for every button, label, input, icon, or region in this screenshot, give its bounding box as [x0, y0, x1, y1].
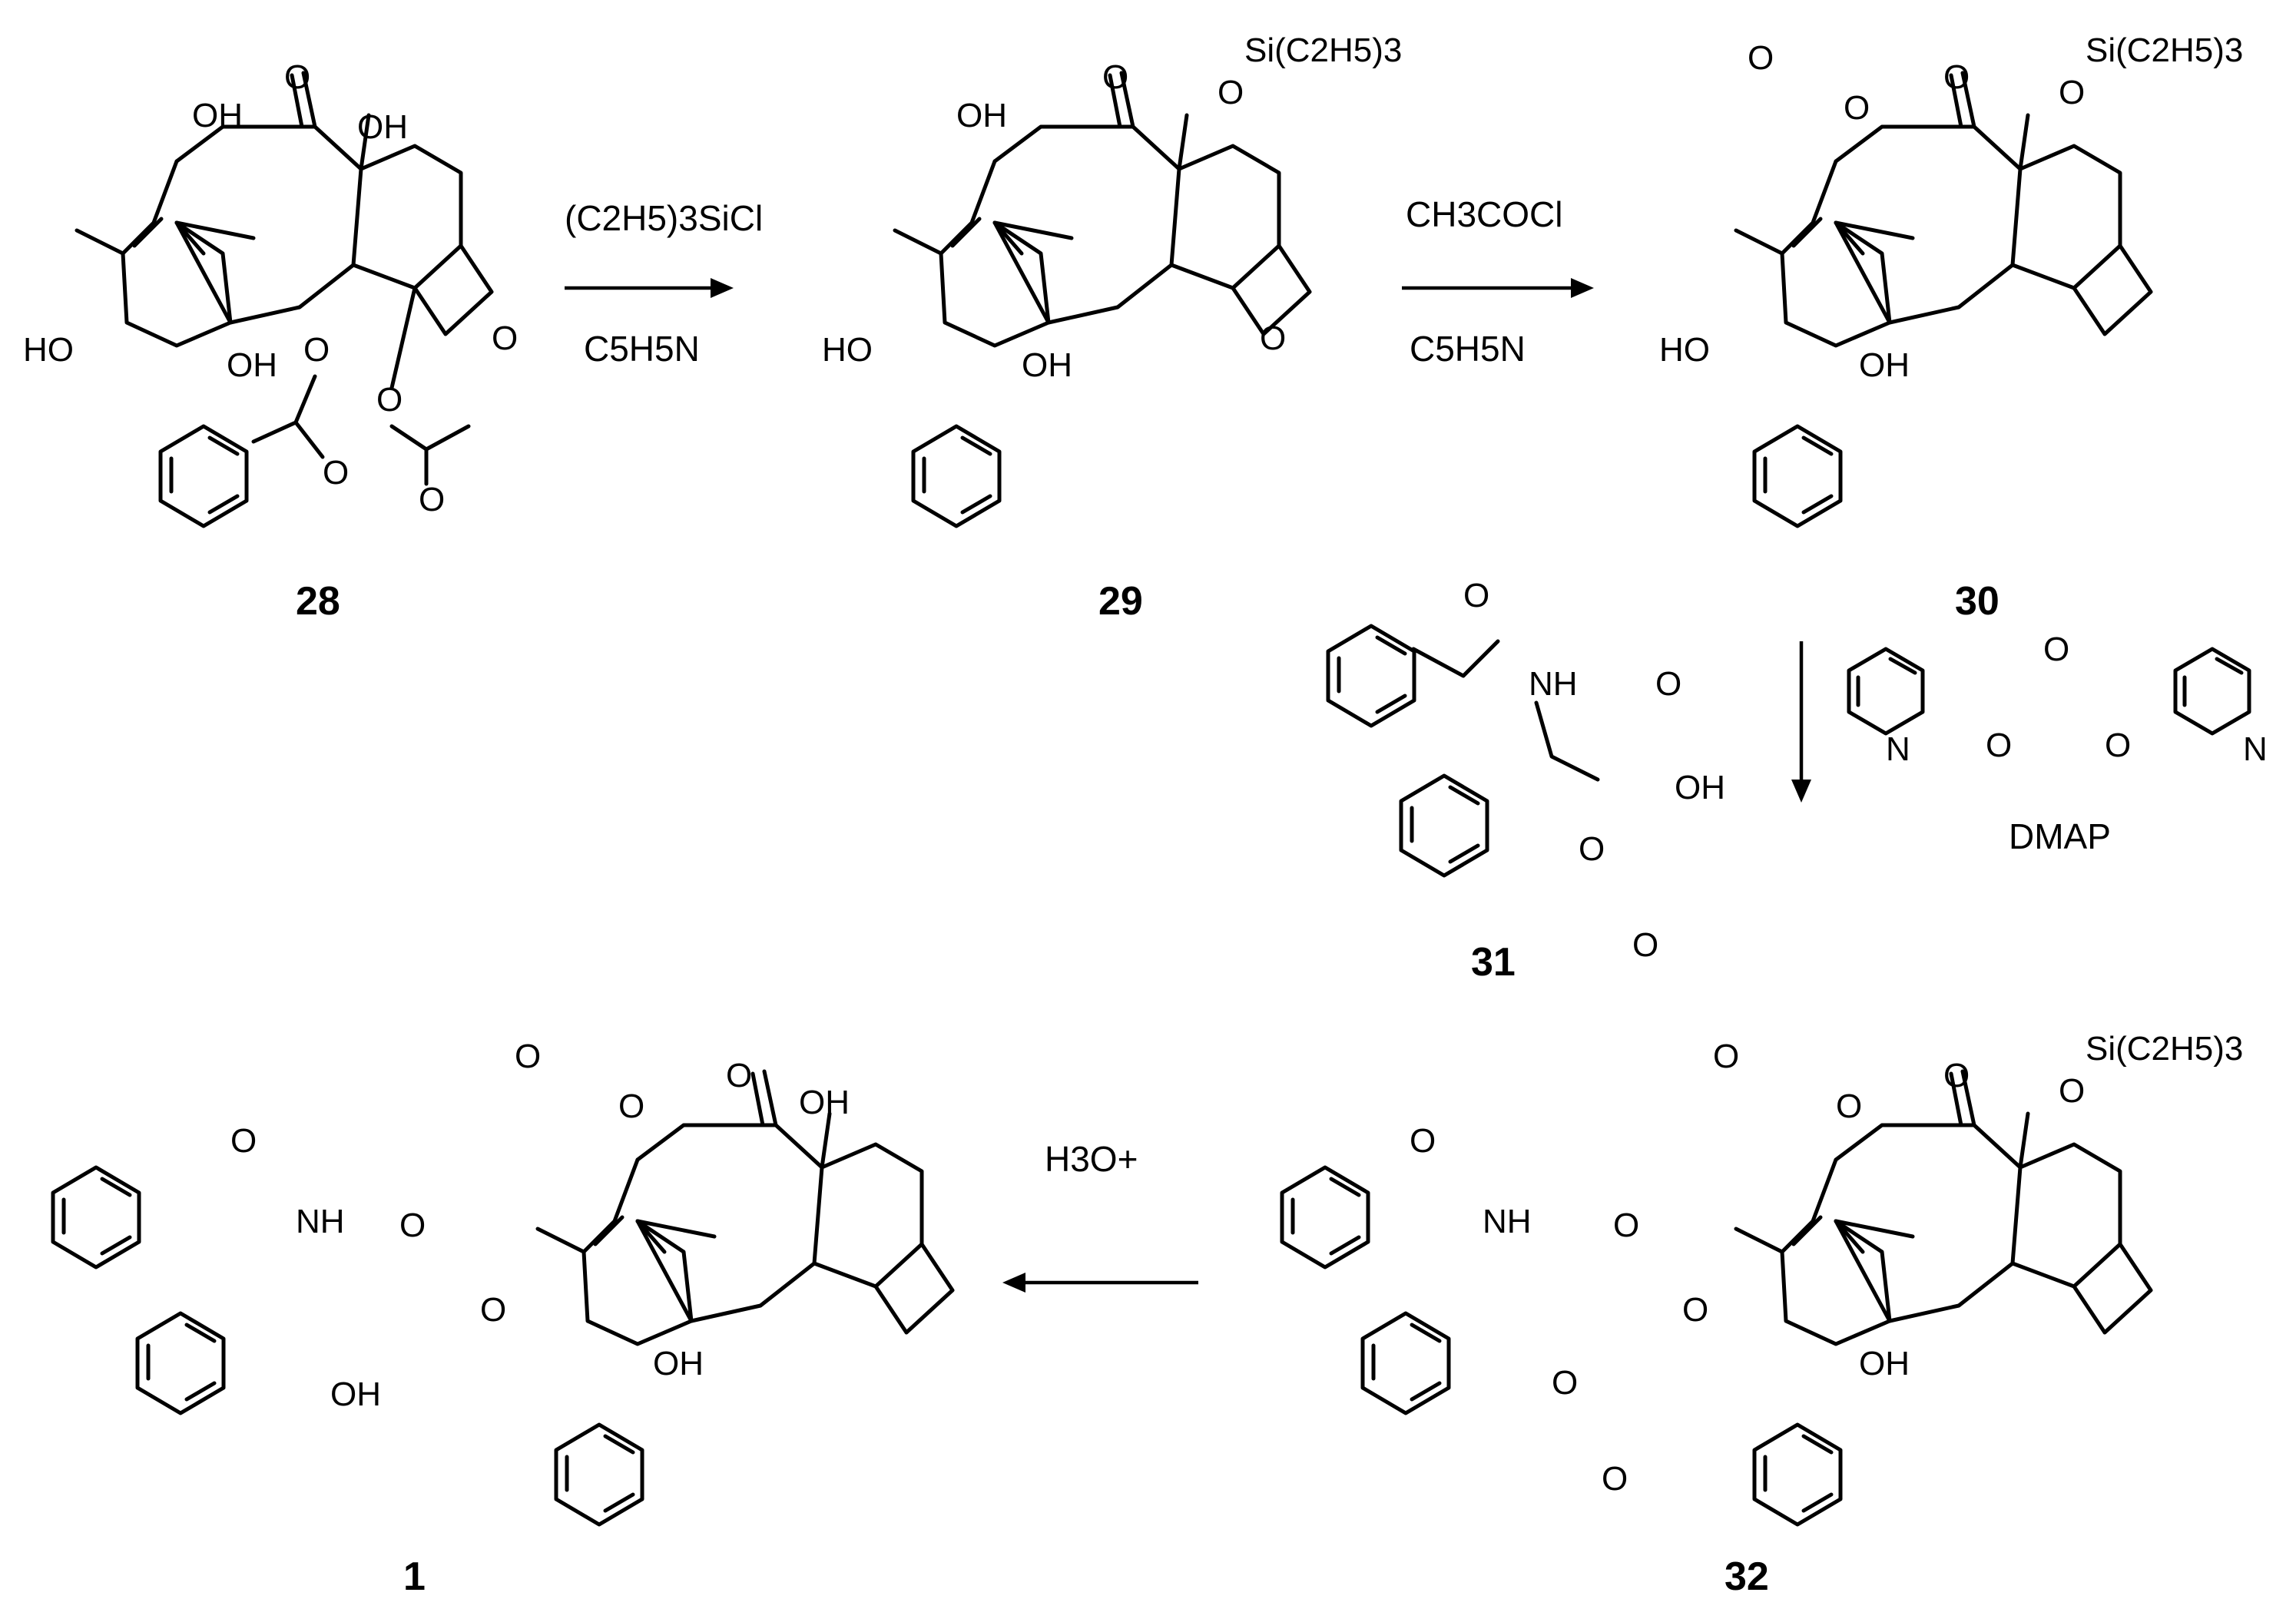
atom-label: O [1410, 1122, 1436, 1160]
structure-32: O O O O Si(C2H5)3 OH [1713, 1030, 2243, 1525]
structure-1: O O O OH OH [515, 1038, 953, 1525]
atom-label: O [1579, 830, 1605, 868]
reagent-label: DMAP [2009, 816, 2111, 856]
atom-label: O [1836, 1088, 1862, 1125]
atom-label: O [1632, 926, 1658, 964]
reaction-arrow-3 [1791, 641, 1811, 803]
atom-label: NH [1529, 665, 1578, 703]
atom-label: OH [227, 346, 277, 384]
atom-label: OH [799, 1084, 850, 1121]
atom-label: O [1102, 58, 1128, 96]
atom-label: O [492, 319, 518, 357]
atom-label: O [1943, 58, 1970, 96]
atom-label: Si(C2H5)3 [2086, 31, 2243, 69]
compound-label: 1 [403, 1554, 426, 1599]
compound-label: 30 [1955, 579, 1999, 624]
atom-label: Si(C2H5)3 [1244, 31, 1402, 69]
atom-label: O [2059, 1072, 2085, 1110]
side-chain-1: O NH O O OH 1 [53, 1122, 506, 1599]
atom-label: OH [1859, 346, 1910, 384]
atom-label: O [618, 1088, 644, 1125]
compound-label: 31 [1471, 940, 1516, 985]
atom-label: O [1943, 1057, 1970, 1094]
atom-label: NH [296, 1203, 345, 1240]
atom-label: O [230, 1122, 257, 1160]
reaction-arrow-4: H3O+ [1002, 1139, 1198, 1293]
atom-label: NH [1483, 1203, 1532, 1240]
atom-label: O [419, 481, 445, 518]
atom-label: O [1986, 727, 2012, 764]
atom-label: HO [23, 331, 74, 369]
atom-label: O [1260, 319, 1286, 357]
reaction-arrow-2: CH3COCl C5H5N [1402, 194, 1594, 369]
atom-label: N [1886, 730, 1910, 768]
reagent-dipyridyl-carbonate: N N O O O DMAP [1849, 631, 2268, 856]
atom-label: O [1844, 89, 1870, 127]
atom-label: OH [956, 97, 1007, 134]
atom-label: Si(C2H5)3 [2086, 1030, 2243, 1068]
atom-label: N [2243, 730, 2268, 768]
atom-label: O [2059, 74, 2085, 111]
atom-label: OH [330, 1376, 381, 1413]
atom-label: OH [653, 1345, 704, 1382]
atom-label: O [284, 58, 310, 96]
reagent-label: CH3COCl [1406, 194, 1562, 234]
atom-label: O [726, 1057, 752, 1094]
atom-label: O [399, 1207, 426, 1244]
atom-label: OH [192, 97, 243, 134]
atom-label: O [1463, 577, 1489, 614]
compound-label: 32 [1724, 1554, 1769, 1599]
reagent-label: H3O+ [1045, 1139, 1138, 1179]
compound-label: 28 [296, 579, 340, 624]
atom-label: O [1602, 1460, 1628, 1498]
atom-label: OH [1022, 346, 1072, 384]
atom-label: O [1713, 1038, 1739, 1075]
atom-label: O [2105, 727, 2131, 764]
atom-label: O [323, 454, 349, 492]
atom-label: O [480, 1291, 506, 1329]
structure-31: O NH O OH O O 31 [1328, 577, 1725, 985]
atom-label: O [515, 1038, 541, 1075]
atom-label: O [1748, 39, 1774, 77]
structure-29: OH O O Si(C2H5)3 HO OH O 29 [822, 31, 1402, 624]
structure-28: OH OH O HO OH O O O O O 28 [23, 58, 518, 624]
atom-label: OH [357, 108, 408, 146]
atom-label: O [1218, 74, 1244, 111]
compound-label: 29 [1098, 579, 1143, 624]
atom-label: HO [1659, 331, 1710, 369]
atom-label: HO [822, 331, 873, 369]
atom-label: O [376, 381, 403, 419]
reaction-arrow-1: (C2H5)3SiCl C5H5N [565, 198, 763, 369]
atom-label: O [1552, 1364, 1578, 1402]
atom-label: O [1655, 665, 1681, 703]
atom-label: O [303, 331, 330, 369]
reagent-label: (C2H5)3SiCl [565, 198, 763, 238]
atom-label: O [2043, 631, 2069, 668]
structure-30: O O O O Si(C2H5)3 HO OH 30 [1659, 31, 2243, 624]
atom-label: OH [1859, 1345, 1910, 1382]
reagent-label: C5H5N [584, 329, 700, 369]
atom-label: O [1613, 1207, 1639, 1244]
reagent-label: C5H5N [1410, 329, 1526, 369]
atom-label: OH [1675, 769, 1725, 806]
side-chain-32: O NH O O O O 32 [1282, 1122, 1769, 1599]
atom-label: O [1682, 1291, 1708, 1329]
